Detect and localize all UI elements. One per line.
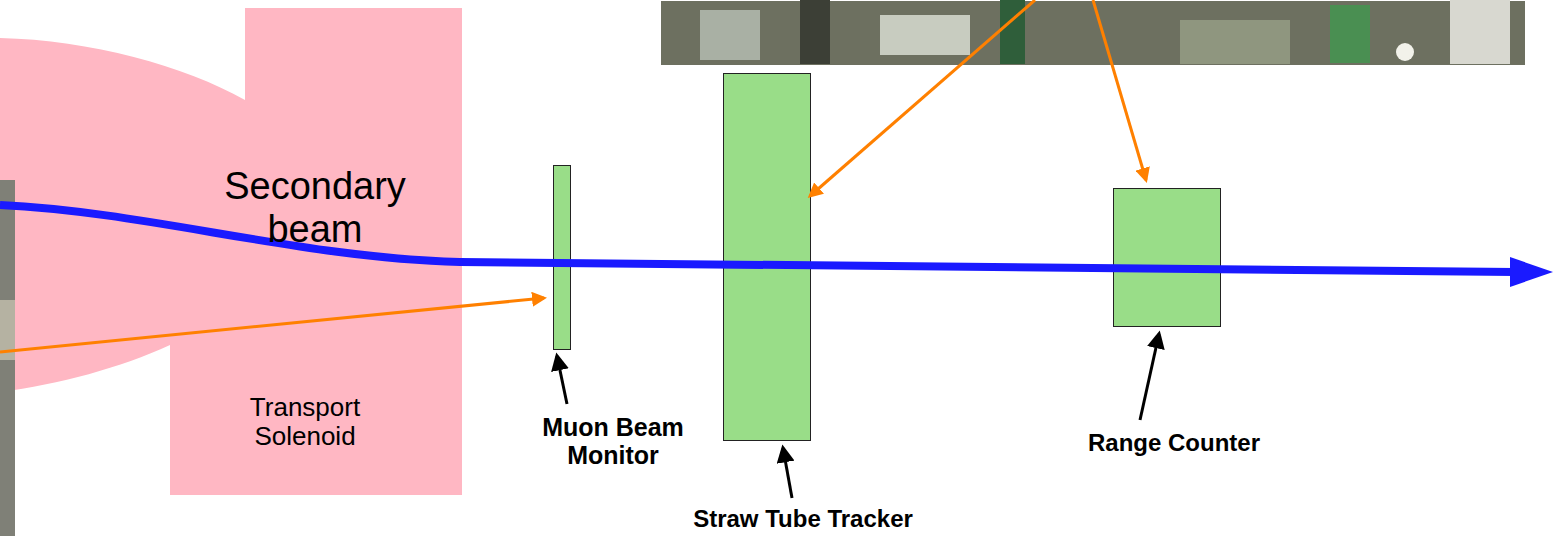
detector-label: Muon Beam Monitor xyxy=(533,413,693,469)
detector-box: Straw Tube Tracker xyxy=(723,73,811,441)
photo-detail xyxy=(700,10,760,60)
photo-detail xyxy=(880,15,970,55)
detector-label: Straw Tube Tracker xyxy=(693,506,913,533)
detector-label: Range Counter xyxy=(1088,430,1260,457)
photo-pointer xyxy=(810,0,1035,196)
photo-fragment xyxy=(0,0,1526,536)
photo-detail xyxy=(1180,20,1290,64)
solenoid-shape: Secondary beamTransport Solenoid xyxy=(0,0,470,500)
photo-detail xyxy=(1000,0,1025,64)
detector-box: Range Counter xyxy=(1113,188,1221,327)
solenoid-outline xyxy=(0,0,470,500)
photo-detail xyxy=(1450,0,1510,64)
solenoid-fill xyxy=(0,8,462,495)
photo-detail xyxy=(800,0,830,64)
photo-border xyxy=(660,0,1526,66)
solenoid-label: Transport Solenoid xyxy=(225,393,385,451)
beam-arrowhead xyxy=(1510,257,1553,287)
photo-detail xyxy=(1396,43,1414,61)
photo-detail xyxy=(1330,5,1370,63)
photo-pointer xyxy=(1093,0,1146,180)
photo-pointer xyxy=(0,298,544,352)
beam-line xyxy=(0,205,1515,272)
detector-box: Muon Beam Monitor xyxy=(553,165,571,350)
beam-label: Secondary beam xyxy=(215,165,415,250)
photo-background xyxy=(660,0,1526,66)
photo-fragment-left xyxy=(0,180,15,536)
leader-arrow xyxy=(783,448,792,498)
leader-arrow xyxy=(1140,334,1159,420)
leader-arrow xyxy=(557,356,567,404)
